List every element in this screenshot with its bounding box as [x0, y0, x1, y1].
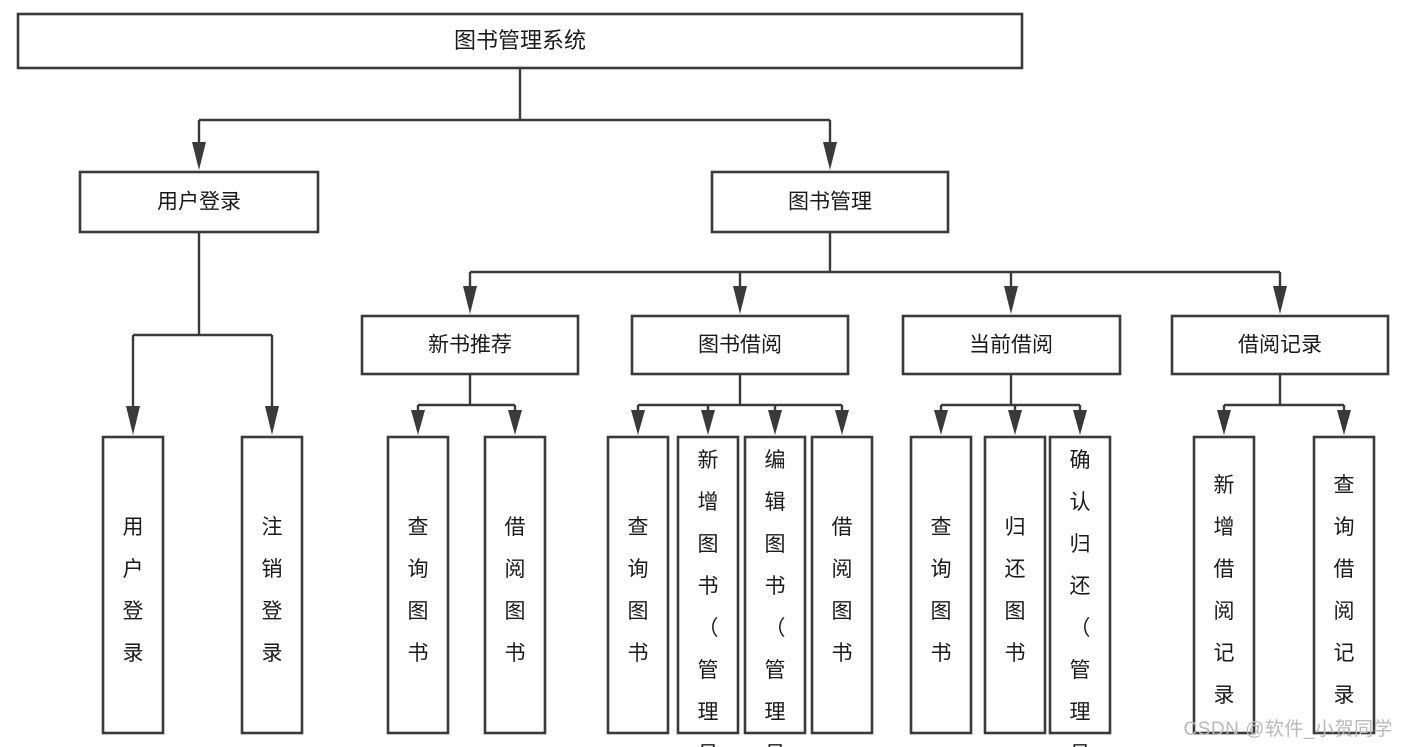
- leaf-query-borrow-record-label: 查询借阅记录: [1334, 474, 1355, 707]
- connector-new-book-recommend-to-leaves: [411, 374, 522, 435]
- connector-layer: [126, 68, 1351, 435]
- new-book-recommend-box[interactable]: [360, 314, 580, 376]
- leaf-borrow-book-box[interactable]: [810, 435, 874, 735]
- arrow-borrow-record: [1273, 286, 1287, 314]
- leaf-node[interactable]: 新增借阅记录: [1192, 435, 1256, 735]
- arrow-leaf-add-book-admin: [701, 410, 715, 435]
- arrow-leaf-logout: [265, 406, 279, 435]
- arrow-leaf-borrow-book-recommend: [508, 410, 522, 435]
- arrow-leaf-confirm-return-admin: [1073, 410, 1087, 435]
- arrow-leaf-query-book-borrow: [631, 410, 645, 435]
- node-book-borrow[interactable]: 图书借阅: [630, 314, 850, 376]
- arrow-book-manage: [823, 142, 837, 170]
- connector-root-to-level2: [192, 68, 837, 170]
- arrow-leaf-query-book-recommend: [411, 410, 425, 435]
- node-book-manage[interactable]: 图书管理: [710, 170, 950, 234]
- leaf-confirm-return-admin-box[interactable]: [1048, 435, 1112, 735]
- leaf-node[interactable]: 借阅图书: [483, 435, 547, 735]
- user-login-box[interactable]: [78, 170, 320, 234]
- leaf-borrow-book-recommend-label: 借阅图书: [505, 516, 526, 665]
- book-borrow-box[interactable]: [630, 314, 850, 376]
- leaf-logout-box[interactable]: [240, 435, 304, 735]
- borrow-record-box[interactable]: [1170, 314, 1390, 376]
- arrow-leaf-add-borrow-record: [1217, 410, 1231, 435]
- arrow-current-borrow: [1004, 286, 1018, 314]
- book-manage-box[interactable]: [710, 170, 950, 234]
- book-borrow-label: 图书借阅: [698, 334, 782, 357]
- leaf-node[interactable]: 确认归还（管理员）: [1048, 435, 1112, 747]
- arrow-leaf-return-book: [1008, 410, 1022, 435]
- book-manage-label: 图书管理: [788, 191, 872, 214]
- arrow-leaf-edit-book-admin: [768, 410, 782, 435]
- leaf-node[interactable]: 编辑图书（管理员）: [743, 435, 807, 747]
- borrow-record-label: 借阅记录: [1238, 334, 1322, 357]
- node-new-book-recommend[interactable]: 新书推荐: [360, 314, 580, 376]
- leaf-borrow-book-label: 借阅图书: [832, 516, 853, 665]
- arrow-book-borrow: [733, 286, 747, 314]
- node-user-login[interactable]: 用户登录: [78, 170, 320, 234]
- leaf-node[interactable]: 查询图书: [606, 435, 670, 735]
- leaf-add-borrow-record-label: 新增借阅记录: [1214, 474, 1235, 707]
- connector-book-borrow-to-leaves: [631, 374, 849, 435]
- leaf-node[interactable]: 新增图书（管理员）: [676, 435, 740, 747]
- arrow-leaf-query-borrow-record: [1337, 410, 1351, 435]
- leaf-confirm-return-admin-label: 确认归还（管理员）: [1070, 449, 1091, 747]
- arrow-leaf-user-login: [126, 406, 140, 435]
- leaf-query-borrow-record-box[interactable]: [1312, 435, 1376, 735]
- leaf-query-book-recommend-label: 查询图书: [408, 516, 429, 665]
- leaf-query-book-borrow-box[interactable]: [606, 435, 670, 735]
- leaf-user-login-label: 用户登录: [123, 516, 144, 665]
- leaf-return-book-label: 归还图书: [1005, 516, 1026, 665]
- leaf-node[interactable]: 注销登录: [240, 435, 304, 735]
- leaf-query-book-borrow-label: 查询图书: [628, 516, 649, 665]
- leaf-node[interactable]: 查询图书: [386, 435, 450, 735]
- connector-current-borrow-to-leaves: [934, 374, 1087, 435]
- leaf-add-book-admin-box[interactable]: [676, 435, 740, 735]
- leaf-node[interactable]: 归还图书: [983, 435, 1047, 735]
- leaf-query-book-current-label: 查询图书: [931, 516, 952, 665]
- arrow-new-book-recommend: [463, 286, 477, 314]
- connector-user-login-to-leaves: [126, 232, 279, 435]
- node-current-borrow[interactable]: 当前借阅: [901, 314, 1122, 376]
- leaf-query-book-recommend-box[interactable]: [386, 435, 450, 735]
- user-login-label: 用户登录: [157, 191, 241, 214]
- connector-borrow-record-to-leaves: [1217, 374, 1351, 435]
- node-borrow-record[interactable]: 借阅记录: [1170, 314, 1390, 376]
- leaf-return-book-box[interactable]: [983, 435, 1047, 735]
- leaf-edit-book-admin-box[interactable]: [743, 435, 807, 735]
- leaf-borrow-book-recommend-box[interactable]: [483, 435, 547, 735]
- leaf-node[interactable]: 借阅图书: [810, 435, 874, 735]
- current-borrow-box[interactable]: [901, 314, 1122, 376]
- leaf-node[interactable]: 用户登录: [101, 435, 165, 735]
- new-book-recommend-label: 新书推荐: [428, 334, 512, 357]
- leaf-node[interactable]: 查询图书: [909, 435, 973, 735]
- leaf-add-borrow-record-box[interactable]: [1192, 435, 1256, 735]
- arrow-user-login: [192, 142, 206, 170]
- leaf-logout-label: 注销登录: [262, 516, 283, 665]
- leaf-node[interactable]: 查询借阅记录: [1312, 435, 1376, 735]
- leaf-node-layer: 用户登录 注销登录 查询图书 借阅图书 查询图书 新增图书（管理员） 编辑图书（管理员） 借阅…: [101, 435, 1376, 747]
- connector-book-manage-to-level3: [463, 232, 1287, 314]
- node-root[interactable]: 图书管理系统: [16, 12, 1024, 70]
- root-label: 图书管理系统: [454, 28, 586, 53]
- leaf-add-book-admin-label: 新增图书（管理员）: [698, 449, 719, 747]
- leaf-edit-book-admin-label: 编辑图书（管理员）: [765, 449, 786, 747]
- current-borrow-label: 当前借阅: [969, 334, 1053, 357]
- leaf-user-login-box[interactable]: [101, 435, 165, 735]
- arrow-leaf-query-book-current: [934, 410, 948, 435]
- leaf-query-book-current-box[interactable]: [909, 435, 973, 735]
- root-box[interactable]: [16, 12, 1024, 70]
- arrow-leaf-borrow-book: [835, 410, 849, 435]
